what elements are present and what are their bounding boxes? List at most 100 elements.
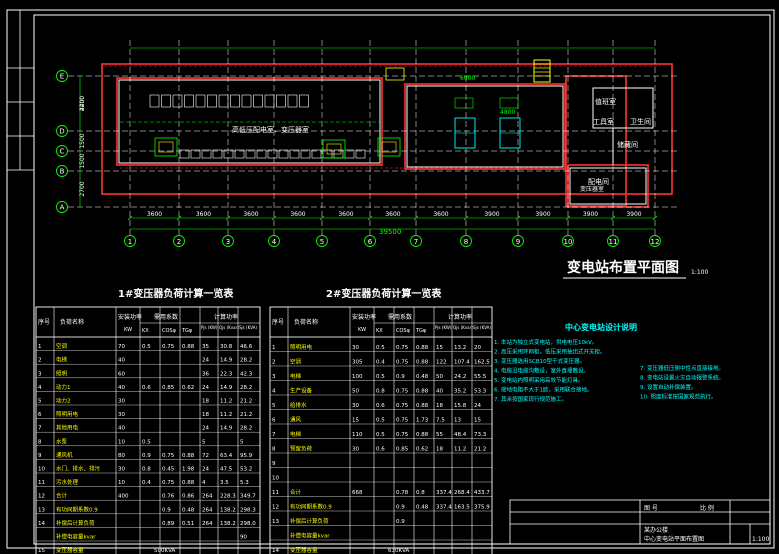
table-cell: 0.86 [182, 494, 195, 500]
low-voltage-cabinet [256, 149, 267, 159]
switchgear-cabinet [195, 94, 206, 108]
busbar-box [499, 97, 519, 109]
table-cell: 0.9 [396, 519, 405, 525]
note-line: 7. 其余按国家现行规范施工。 [494, 395, 567, 403]
table-cell: 动力2 [56, 397, 71, 405]
table-cell: 21.2 [474, 447, 486, 453]
table-cell: 24 [202, 426, 209, 432]
dimension-tick [367, 215, 373, 221]
column-bubble [124, 235, 136, 247]
table-cell: 14.9 [220, 358, 233, 364]
header-coef: 需用系数 [154, 313, 178, 321]
low-voltage-cabinet [234, 149, 245, 159]
table-cell: 给排水 [290, 401, 307, 409]
table-cell: 补偿电容量kvar [56, 533, 96, 541]
table-cell: 0.5 [376, 418, 385, 424]
table-cell: 15 [474, 418, 481, 424]
table-cell: 1.73 [416, 418, 429, 424]
header-kx: KX [376, 328, 383, 334]
table-cell: 14 [272, 548, 279, 554]
row-bubble-label: C [60, 148, 65, 156]
table-cell: 其他用电 [56, 424, 79, 432]
table-cell: 0.78 [396, 490, 409, 496]
table-cell: 10 [272, 476, 279, 482]
header-coef: 需用系数 [388, 313, 412, 321]
table-cell: 630KVA [388, 548, 410, 554]
table-cell: 0.88 [182, 480, 195, 486]
table-cell: 0.85 [162, 385, 175, 391]
column-bubble-label: 10 [564, 238, 573, 246]
note-line: 6. 接地电阻不大于1欧，采用联合接地。 [494, 386, 593, 394]
table-cell: 100 [352, 374, 363, 380]
note-line-right: 8. 变电站设置火灾自动报警系统。 [640, 374, 724, 382]
table-cell: 6 [38, 412, 42, 418]
table-border [35, 306, 261, 554]
table-cell: 107.4 [454, 360, 470, 366]
table-cell: 0.8 [416, 490, 425, 496]
table-cell: 50 [352, 389, 359, 395]
room-label: 工具室 [593, 117, 614, 126]
table-cell: 0.62 [416, 447, 428, 453]
table-cell: 30 [352, 345, 359, 351]
table-cell: 35 [202, 344, 209, 350]
table-cell: 138.2 [220, 521, 236, 527]
table-cell: 47.5 [220, 467, 233, 473]
table-cell: 0.5 [376, 345, 385, 351]
header-kx: KX [142, 328, 149, 334]
switchgear-cabinet [264, 94, 275, 108]
project-name: 某办公楼 [644, 526, 668, 534]
table-cell: 污水处理 [56, 478, 79, 486]
table-cell: 0.4 [376, 360, 385, 366]
table-cell: 空调 [290, 358, 302, 366]
table-cell: 2 [272, 360, 276, 366]
table-cell: 11 [38, 480, 45, 486]
table-cell: 30 [352, 403, 359, 409]
table-cell: 228.3 [220, 494, 236, 500]
switchgear-cabinet [172, 94, 183, 108]
low-voltage-cabinet [223, 149, 234, 159]
low-voltage-cabinet [179, 149, 190, 159]
table-cell: 9 [38, 453, 42, 459]
row-bubble [56, 145, 68, 157]
low-voltage-cabinet [267, 149, 278, 159]
table-cell: 73.3 [474, 432, 487, 438]
table-cell: 46.6 [240, 344, 253, 350]
table-cell: 4 [272, 389, 276, 395]
column-span-dim: 3900 [484, 211, 499, 218]
transformer-unit [154, 137, 178, 157]
table-cell: 通风机 [56, 451, 73, 459]
table-cell: 22.3 [220, 371, 233, 377]
table-cell: 照明 [56, 370, 68, 377]
table-cell: 18 [436, 447, 443, 453]
table-cell: 5 [38, 399, 42, 405]
column-bubble [316, 235, 328, 247]
dimension-tick [319, 215, 325, 221]
column-bubble-label: 1 [128, 238, 132, 246]
table-cell: 0.6 [376, 447, 385, 453]
row-span-dim: 1500 [79, 153, 86, 168]
low-voltage-cabinet [278, 149, 289, 159]
table-cell: 照明用电 [290, 343, 313, 351]
column-span-dim: 3900 [535, 211, 550, 218]
column-bubble-label: 8 [464, 238, 468, 246]
column-bubble-label: 2 [177, 238, 181, 246]
header-qjs: Qjs (Kvar) [219, 325, 239, 330]
table-cell: 110 [352, 432, 363, 438]
switchgear-cabinet [184, 94, 194, 108]
column-bubble [222, 235, 234, 247]
column-bubble-label: 7 [414, 238, 418, 246]
low-voltage-cabinet [355, 149, 366, 159]
table-cell: 3.5 [220, 480, 229, 486]
table-cell: 13.2 [454, 345, 466, 351]
table-cell: 6 [272, 418, 276, 424]
header-name: 负荷名称 [60, 318, 84, 326]
table-cell: 60 [118, 371, 125, 377]
table-cell: 7 [38, 426, 42, 432]
table1-title: 1#变压器负荷计算一览表 [118, 287, 234, 300]
column-bubble-label: 3 [226, 238, 230, 246]
switchgear-cabinet [218, 94, 229, 108]
table-cell: 0.5 [376, 432, 385, 438]
table-cell: 0.45 [162, 467, 175, 473]
low-voltage-cabinet [289, 149, 300, 159]
